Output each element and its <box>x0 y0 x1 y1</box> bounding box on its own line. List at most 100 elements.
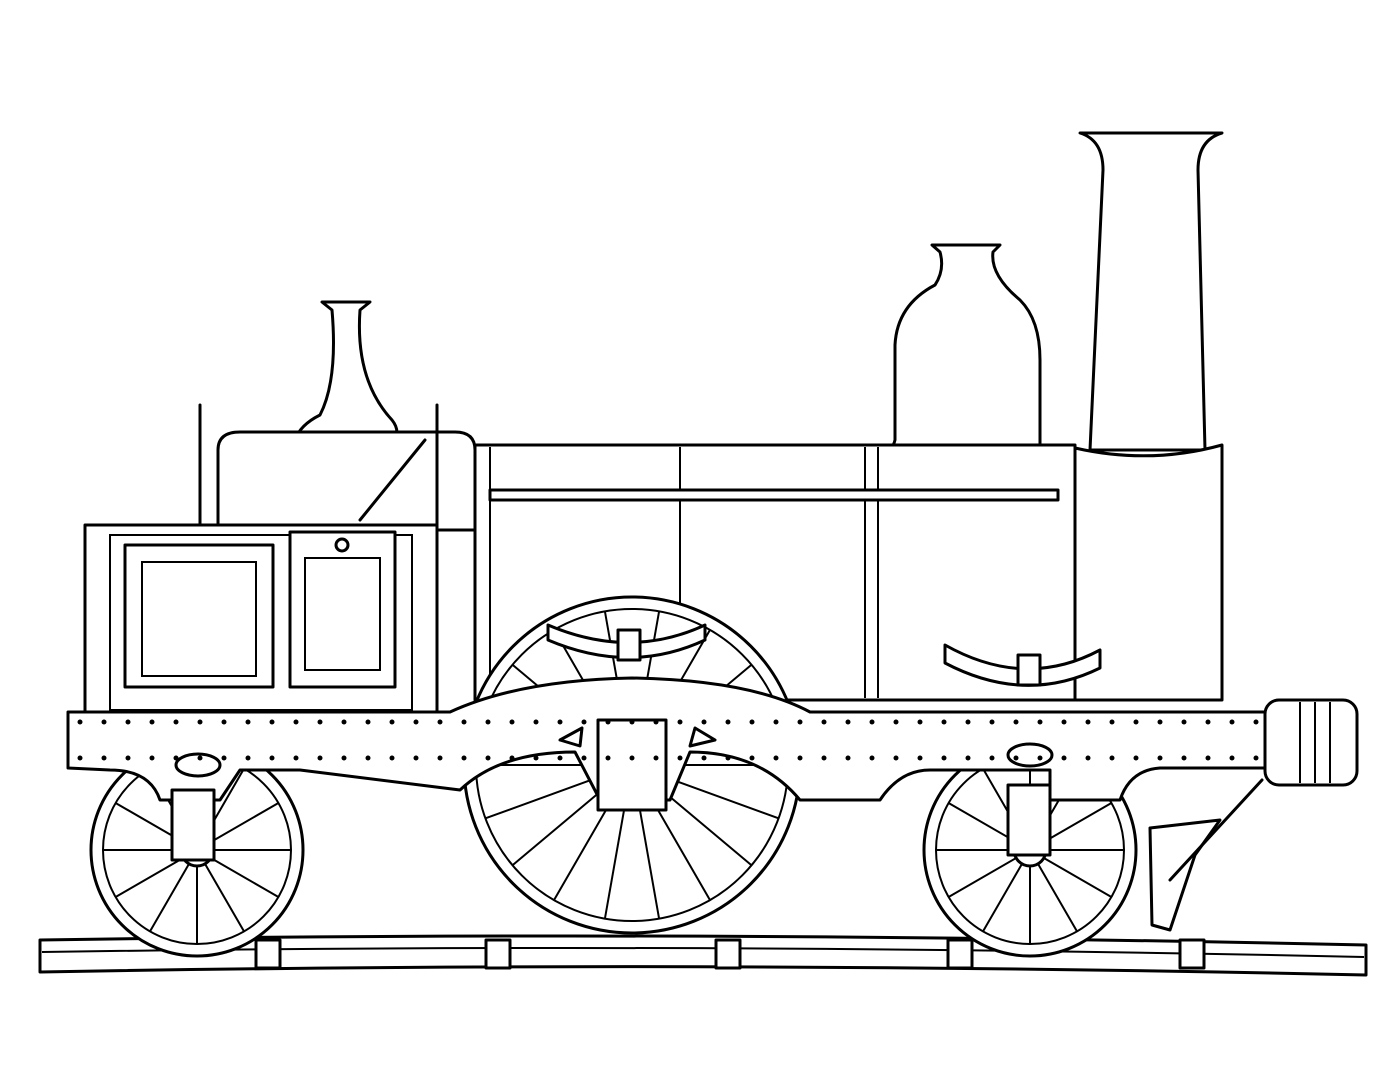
rivet <box>101 755 107 761</box>
wheel-spoke <box>208 856 279 898</box>
rivet <box>317 719 323 725</box>
rivet <box>869 719 875 725</box>
rivet <box>461 755 467 761</box>
rivet <box>365 755 371 761</box>
rivet <box>341 719 347 725</box>
rivet <box>1109 755 1115 761</box>
wheel-spoke <box>1036 861 1078 932</box>
rivet <box>437 755 443 761</box>
frame <box>66 676 1272 862</box>
rivet <box>677 755 683 761</box>
rivet <box>173 755 179 761</box>
rail-chair <box>254 938 282 970</box>
rivet <box>725 719 731 725</box>
rivet <box>965 719 971 725</box>
rivet <box>797 719 803 725</box>
rivet <box>389 719 395 725</box>
guard-iron <box>1148 818 1222 932</box>
safety-valve <box>293 300 399 442</box>
rivet <box>149 755 155 761</box>
rivet <box>989 719 995 725</box>
rivet <box>149 719 155 725</box>
rivet <box>797 755 803 761</box>
wheel-spoke <box>1041 802 1112 844</box>
rivet <box>1229 719 1235 725</box>
rivet <box>701 719 707 725</box>
rivet <box>1109 719 1115 725</box>
buffer-beam <box>1148 698 1359 932</box>
rivet <box>1013 719 1019 725</box>
rail-chair <box>1178 938 1206 970</box>
rivet <box>725 755 731 761</box>
wheel-spoke <box>1041 856 1112 898</box>
rivet <box>989 755 995 761</box>
rivet <box>245 755 251 761</box>
rivet <box>1037 719 1043 725</box>
rivet <box>845 755 851 761</box>
rivet <box>1133 719 1139 725</box>
rivet <box>1085 719 1091 725</box>
rivet <box>1205 719 1211 725</box>
rivet <box>845 719 851 725</box>
rivet <box>1085 755 1091 761</box>
rivet <box>941 755 947 761</box>
rivet <box>125 719 131 725</box>
rivet <box>917 719 923 725</box>
rivet <box>533 755 539 761</box>
rivet <box>1205 755 1211 761</box>
rivet <box>77 755 83 761</box>
rivet <box>629 755 635 761</box>
rivet <box>653 755 659 761</box>
rivet <box>1157 719 1163 725</box>
rivet <box>1229 755 1235 761</box>
rivet <box>749 755 755 761</box>
wheel-spoke <box>149 861 191 932</box>
rivet <box>1253 719 1259 725</box>
rivet <box>389 755 395 761</box>
leaf-springs <box>546 623 1102 687</box>
wheel-spoke <box>948 802 1019 844</box>
rivet <box>1013 755 1019 761</box>
rivet <box>653 719 659 725</box>
rivet <box>317 755 323 761</box>
wheel-spoke <box>948 856 1019 898</box>
rivet <box>341 755 347 761</box>
rivet <box>245 719 251 725</box>
rivet <box>125 755 131 761</box>
rivet <box>269 755 275 761</box>
rivet <box>1133 755 1139 761</box>
rivet <box>1061 719 1067 725</box>
rivet <box>557 719 563 725</box>
rivet <box>605 755 611 761</box>
rivet <box>197 755 203 761</box>
rivet <box>677 719 683 725</box>
rivet <box>773 719 779 725</box>
rivet <box>485 755 491 761</box>
rivet <box>77 719 83 725</box>
rivet <box>1181 755 1187 761</box>
rivet <box>581 719 587 725</box>
rivet <box>1037 755 1043 761</box>
rivet <box>821 755 827 761</box>
rivet <box>413 755 419 761</box>
rivet <box>941 719 947 725</box>
rivet <box>365 719 371 725</box>
rivet <box>221 755 227 761</box>
rivet <box>509 719 515 725</box>
rivet <box>557 755 563 761</box>
rivet <box>293 719 299 725</box>
rivet <box>221 719 227 725</box>
wheel-spoke <box>982 861 1024 932</box>
rail-chair <box>946 938 974 970</box>
rivet <box>917 755 923 761</box>
rivet <box>701 755 707 761</box>
rivet <box>581 755 587 761</box>
wheel-spoke <box>208 802 279 844</box>
smokebox <box>1073 443 1224 702</box>
cab <box>83 403 439 715</box>
rivet <box>1253 755 1259 761</box>
wheel-spoke <box>203 861 245 932</box>
rivet <box>893 719 899 725</box>
rivet <box>1157 755 1163 761</box>
